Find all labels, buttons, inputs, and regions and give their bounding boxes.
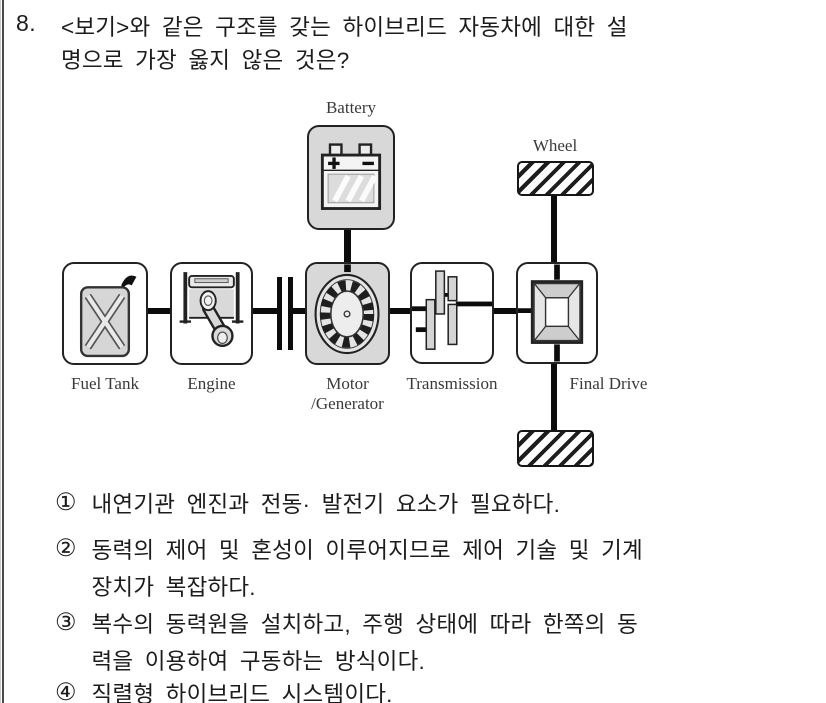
differential-icon: [518, 264, 584, 362]
motor-generator-box: [305, 262, 390, 365]
page-left-edge-rule: [2, 0, 4, 703]
engine-clutch-line: [251, 308, 278, 314]
fuel-tank-label: Fuel Tank: [71, 374, 139, 393]
battery-cell-icon: [320, 143, 382, 210]
motor-label-line1: Motor: [326, 374, 369, 393]
transmission-finaldrive-line: [493, 308, 517, 314]
clutch-bar-left-icon: [277, 277, 282, 350]
wheel-bottom-icon: [517, 430, 594, 467]
motor-transmission-line: [389, 308, 411, 314]
choice-1[interactable]: ① 내연기관 엔진과 전동· 발전기 요소가 필요하다.: [55, 486, 560, 523]
choice-3-text-line2: 력을 이용하여 구동하는 방식이다.: [91, 649, 425, 674]
fuel-can-icon: [79, 275, 137, 358]
question-text-line2: 명으로 가장 옳지 않은 것은?: [61, 48, 350, 73]
gearbox-icon: [412, 270, 492, 350]
battery-box: [307, 125, 395, 230]
battery-label: Battery: [325, 98, 377, 117]
choice-2-text-line2: 장치가 복잡하다.: [91, 575, 256, 600]
clutch-bar-right-icon: [288, 277, 293, 350]
choice-1-text: 내연기관 엔진과 전동· 발전기 요소가 필요하다.: [91, 492, 561, 517]
choice-3-text-line1: 복수의 동력원을 설치하고, 주행 상태에 따라 한쪽의 동: [91, 612, 638, 637]
choice-4-text: 직렬형 하이브리드 시스템이다.: [91, 682, 393, 703]
motor-label-line2: /Generator: [311, 394, 384, 413]
engine-box: [170, 262, 253, 365]
question-text-line1: <보기>와 같은 구조를 갖는 하이브리드 자동차에 대한 설: [61, 15, 628, 40]
question-number: 8.: [16, 10, 37, 36]
choice-3[interactable]: ③ 복수의 동력원을 설치하고, 주행 상태에 따라 한쪽의 동 력을 이용하여…: [55, 606, 638, 680]
engine-label: Engine: [187, 374, 236, 393]
choice-2-number: ②: [55, 535, 77, 562]
final-drive-box: [516, 262, 598, 364]
wheel-label: Wheel: [532, 136, 578, 155]
finaldrive-to-wheel-line: [551, 363, 557, 431]
final-drive-label: Final Drive: [569, 374, 648, 393]
choice-3-number: ③: [55, 609, 77, 636]
wheel-to-finaldrive-line: [551, 195, 557, 264]
transmission-label: Transmission: [406, 374, 498, 393]
wheel-top-icon: [517, 161, 594, 196]
transmission-box: [410, 262, 494, 364]
page-left-edge-light: [0, 0, 1, 703]
choice-4-number: ④: [55, 679, 77, 703]
fueltank-engine-line: [146, 308, 172, 314]
choice-2-text-line1: 동력의 제어 및 혼성이 이루어지므로 제어 기술 및 기계: [91, 538, 643, 563]
fuel-tank-box: [62, 262, 148, 365]
choice-2[interactable]: ② 동력의 제어 및 혼성이 이루어지므로 제어 기술 및 기계 장치가 복잡하…: [55, 532, 643, 606]
motor-stator-icon: [314, 264, 380, 355]
clutch-motor-line: [292, 308, 307, 314]
choice-1-number: ①: [55, 489, 77, 516]
piston-crank-icon: [179, 272, 244, 348]
battery-to-motor-line: [344, 228, 351, 264]
choice-4[interactable]: ④ 직렬형 하이브리드 시스템이다.: [55, 676, 393, 703]
